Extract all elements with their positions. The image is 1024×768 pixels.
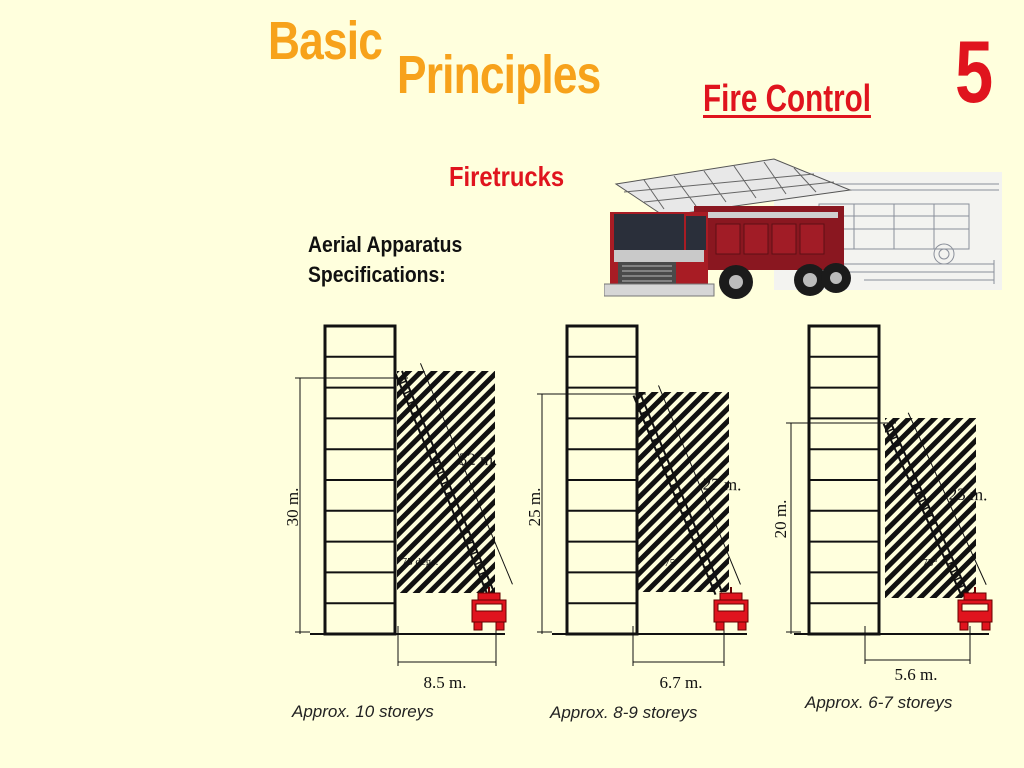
ladder-on-truck (614, 158, 852, 217)
ladder-rung (707, 573, 715, 578)
ladder-rung (636, 401, 645, 406)
ladder-rung (462, 531, 470, 536)
angle-label-3: 75° (922, 557, 937, 569)
ladder-rung (897, 451, 905, 456)
ladder-rung (940, 545, 948, 550)
ladder-rung (936, 537, 944, 542)
ladder-rung (957, 584, 965, 589)
ladder-rung (692, 537, 700, 542)
mini-firetruck-icon-3 (957, 587, 993, 631)
ladder-rung (908, 475, 916, 480)
ladder-rung (932, 529, 940, 535)
distance-label-1: 8.5 m. (424, 673, 467, 692)
ladder-rung (681, 509, 689, 514)
ladder-rung (911, 482, 919, 488)
ladder-rung (659, 455, 667, 460)
ladder-dimension-line (907, 412, 987, 585)
ladder-rung (929, 521, 937, 527)
ladder-rung (644, 419, 652, 424)
ladder-rung (893, 443, 901, 449)
height-label-1: 30 m. (283, 488, 302, 527)
ladder-rung (399, 380, 407, 385)
ladder-rung (696, 546, 704, 551)
ladder-rung (651, 437, 659, 442)
distance-label-3: 5.6 m. (895, 665, 938, 684)
mini-firetruck-icon-2 (713, 587, 749, 631)
ladder-rung (943, 553, 951, 558)
ladder-rung (670, 482, 678, 487)
ladder-rung (674, 491, 682, 496)
height-label-3: 20 m. (771, 500, 790, 539)
caption-diagram-3: Approx. 6-7 storeys (805, 693, 953, 712)
ladder-rung (890, 435, 898, 441)
ladder-rung (424, 440, 432, 445)
ladder-rung (700, 555, 708, 560)
ladder-length-label-1: 32 m. (459, 450, 498, 470)
truck-body (604, 206, 851, 299)
angle-label-1: 75 degs. (402, 556, 439, 568)
ladder-rung (437, 470, 445, 475)
distance-label-2: 6.7 m. (660, 673, 703, 692)
ladder-length-label-3: 23 m. (949, 485, 988, 505)
ladder-rung (407, 400, 415, 405)
title-principles: Principles (397, 45, 601, 105)
ladder-rail (394, 373, 489, 596)
ladder-rung (470, 551, 478, 556)
ladder-rung (441, 480, 449, 485)
caption-diagram-2: Approx. 8-9 storeys (550, 703, 698, 722)
caption-diagram-1: Approx. 10 storeys (292, 702, 434, 721)
ladder-dimension-line (658, 385, 741, 585)
ladder-rung (925, 514, 933, 519)
ladder-rung (445, 490, 453, 495)
ladder-rung (947, 561, 955, 566)
specs-line-1: Aerial Apparatus (308, 232, 463, 257)
ladder-rung (689, 527, 697, 533)
ladder-rung (648, 428, 656, 433)
mini-firetruck-icon-1 (471, 587, 507, 631)
section-title: Fire Control (703, 78, 871, 120)
section-number: 5 (955, 22, 994, 121)
ladder-rung (416, 420, 424, 425)
height-label-2: 25 m. (525, 488, 544, 527)
ladder-rung (904, 467, 912, 472)
ladder-rung (403, 390, 411, 395)
ladder-rung (457, 520, 466, 526)
ladder-rung (685, 518, 693, 523)
firetruck-photo (604, 158, 1002, 299)
ladder-rung (428, 450, 436, 455)
ladder-rung (640, 410, 648, 415)
ladder-rung (453, 510, 461, 516)
ladder-rung (420, 430, 428, 435)
subtitle-firetrucks: Firetrucks (449, 161, 565, 192)
ladder-rung (432, 460, 440, 465)
ladder-rung (901, 459, 909, 464)
ladder-rung (655, 446, 663, 451)
ladder-rung (704, 564, 712, 569)
ladder-rung (677, 500, 686, 505)
ladder-rung (663, 464, 671, 469)
ladder-rung (474, 561, 482, 566)
ladder-rung (483, 581, 491, 586)
ladder-rung (915, 490, 923, 495)
ladder-rung (950, 568, 958, 574)
ladder-rung (922, 506, 930, 511)
ladder-rung (449, 500, 457, 505)
title-basic: Basic (268, 11, 383, 71)
ladder-rail (882, 423, 963, 597)
ladder-length-label-2: 27 m. (703, 475, 742, 495)
ladder-rung (918, 498, 926, 503)
ladder-rung (886, 428, 894, 433)
ladder-rung (466, 541, 474, 546)
ladder-rung (411, 410, 420, 415)
ladder-dimension-line (420, 363, 513, 585)
angle-label-2: 75° (664, 557, 679, 569)
specs-line-2: Specifications: (308, 262, 446, 287)
ladder-rung (711, 582, 719, 587)
ladder-rung (666, 473, 674, 478)
ladder-rung (478, 571, 486, 576)
ladder-rung (954, 576, 962, 581)
specs-heading: Aerial Apparatus Specifications: (308, 230, 462, 290)
